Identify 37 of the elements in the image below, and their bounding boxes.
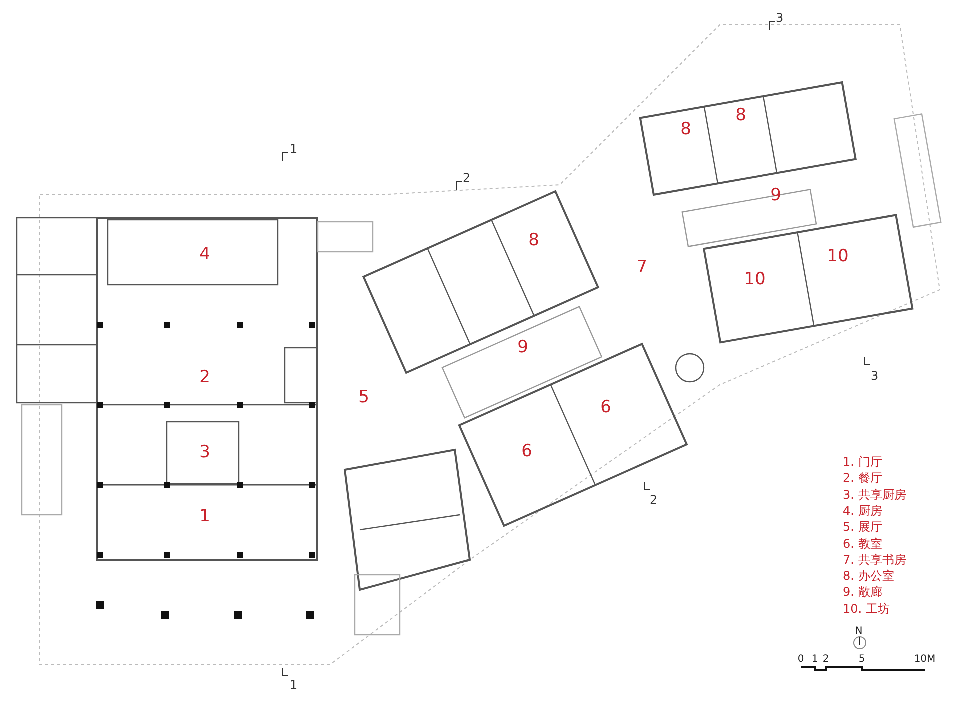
section-label: 2 <box>650 494 658 506</box>
legend-item: 9. 敞廊 <box>843 586 882 598</box>
section-label: 3 <box>871 370 879 382</box>
legend-item: 5. 展厅 <box>843 521 882 534</box>
section-label: 1 <box>290 143 298 155</box>
section-label: 3 <box>776 12 784 24</box>
room-number: 8 <box>680 122 692 138</box>
room-number: 3 <box>200 444 210 462</box>
north-label: N <box>855 627 863 637</box>
room-number: 2 <box>200 370 210 386</box>
room-number: 9 <box>518 340 528 356</box>
scale-number: 0 <box>798 655 804 665</box>
legend-item: 6. 教室 <box>843 538 882 550</box>
room-number: 10 <box>744 272 766 288</box>
scale-number: 5 <box>858 655 866 665</box>
room-number: 8 <box>528 232 540 250</box>
room-number: 4 <box>200 246 210 264</box>
legend-item: 7. 共享书房 <box>843 554 906 566</box>
room-number: 7 <box>636 260 648 276</box>
room-number: 5 <box>358 390 370 406</box>
legend-item: 4. 厨房 <box>843 504 882 517</box>
room-number: 8 <box>736 108 746 124</box>
legend-item: 10. 工坊 <box>843 602 890 615</box>
room-number: 6 <box>522 444 532 460</box>
scale-number: 1 <box>812 655 818 665</box>
legend-item: 1. 门厅 <box>843 456 882 468</box>
scale-number: 10M <box>914 655 936 665</box>
scale-number: 2 <box>822 655 830 665</box>
room-number: 1 <box>200 508 210 526</box>
room-number: 10 <box>827 248 849 266</box>
legend-item: 2. 餐厅 <box>843 472 882 484</box>
legend-item: 8. 办公室 <box>843 570 894 582</box>
room-number: 9 <box>770 188 782 204</box>
section-label: 2 <box>463 172 471 184</box>
legend-item: 3. 共享厨房 <box>843 488 906 501</box>
section-label: 1 <box>290 679 298 691</box>
room-number: 6 <box>600 400 612 416</box>
